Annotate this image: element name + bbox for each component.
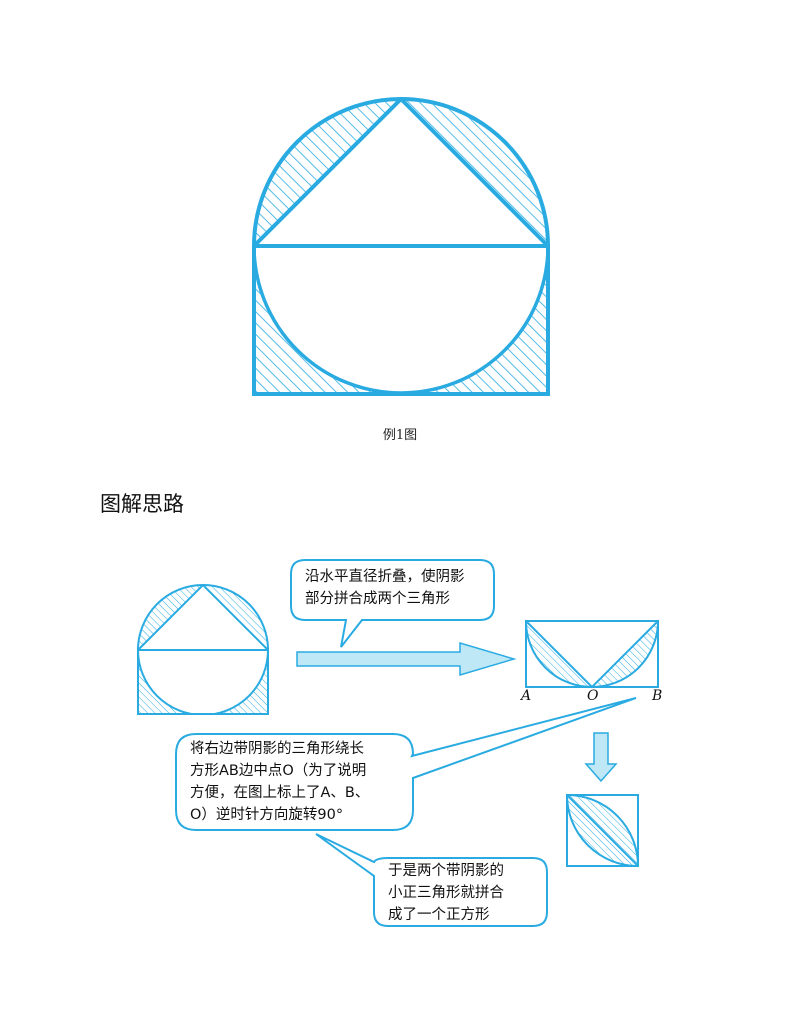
bubble-rotate-line: 将右边带阴影的三角形绕长 [190,741,364,757]
small-figure [137,583,269,715]
bubble-result-line: 小正三角形就拼合 [388,885,504,901]
section-title: 图解思路 [100,492,184,516]
bubble-rotate-text: 将右边带阴影的三角形绕长 方形AB边中点O（为了说明 方便，在图上标上了A、B、… [190,738,369,826]
bubble-result-shape [315,833,548,927]
bubble-rotate-shape [175,697,637,831]
bubble-rotate-line: O）逆时针方向旋转90° [190,807,344,823]
bubble-fold-shape [290,559,495,648]
folded-rectangle [525,620,659,689]
bubble-fold-text: 沿水平直径折叠，使阴影 部分拼合成两个三角形 [305,566,465,610]
point-label-b: B [652,688,663,704]
main-rectangle [252,244,550,396]
figure-caption: 例1图 [382,428,418,443]
bubble-result-line: 成了一个正方形 [388,907,490,923]
bubble-fold-line: 部分拼合成两个三角形 [305,591,450,607]
bubble-rotate-line: 方便，在图上标上了A、B、 [190,785,370,801]
down-arrow [584,732,618,783]
main-figure [252,97,550,396]
bubble-rotate-line: 方形AB边中点O（为了说明 [190,763,367,779]
point-label-a: A [521,688,532,704]
result-square [566,794,639,867]
main-lower-corners [254,246,548,394]
bubble-result-text: 于是两个带阴影的 小正三角形就拼合 成了一个正方形 [388,860,504,926]
bubble-result-line: 于是两个带阴影的 [388,863,504,879]
bubble-fold-line: 沿水平直径折叠，使阴影 [305,569,465,585]
point-label-o: O [587,688,599,704]
main-triangle [252,97,550,248]
right-arrow [296,641,517,677]
